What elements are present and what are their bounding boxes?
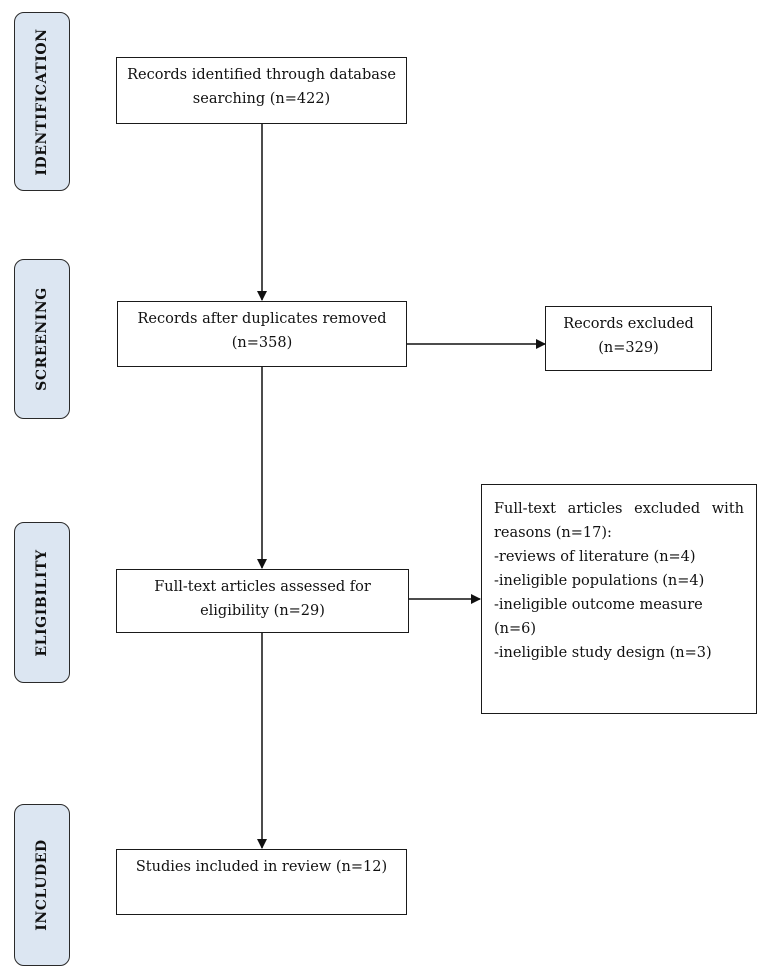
- stage-included: INCLUDED: [14, 804, 70, 966]
- box-records-excluded-line1: Records excluded: [563, 316, 694, 332]
- stage-screening: SCREENING: [14, 259, 70, 419]
- stage-identification: IDENTIFICATION: [14, 12, 70, 191]
- exclusion-reason-item: -ineligible study design (n=3): [494, 645, 712, 661]
- box-records-identified-line2: searching (n=422): [192, 91, 331, 107]
- box-fulltext-assessed-line1: Full-text articles assessed for: [154, 579, 371, 595]
- box-records-deduplicated: Records after duplicates removed (n=358): [117, 301, 407, 367]
- box-fulltext-assessed: Full-text articles assessed for eligibil…: [116, 569, 409, 633]
- box-fulltext-excluded-title-line2: reasons (n=17):: [494, 525, 612, 541]
- box-records-identified: Records identified through database sear…: [116, 57, 407, 124]
- box-records-deduplicated-line2: (n=358): [231, 335, 293, 351]
- exclusion-reason-item: -ineligible outcome measure (n=6): [494, 597, 703, 637]
- box-studies-included-line1: Studies included in review (n=12): [135, 859, 388, 875]
- box-records-identified-line1: Records identified through database: [127, 67, 396, 83]
- stage-eligibility: ELIGIBILITY: [14, 522, 70, 683]
- box-fulltext-excluded-title-line1: Full-text articles excluded with: [494, 501, 744, 517]
- box-fulltext-excluded: Full-text articles excluded with reasons…: [481, 484, 757, 714]
- box-records-deduplicated-line1: Records after duplicates removed: [137, 311, 387, 327]
- exclusion-reason-item: -ineligible populations (n=4): [494, 573, 705, 589]
- exclusion-reason-item: -reviews of literature (n=4): [494, 549, 696, 565]
- box-records-excluded: Records excluded (n=329): [545, 306, 712, 371]
- box-studies-included: Studies included in review (n=12): [116, 849, 407, 915]
- box-fulltext-assessed-line2: eligibility (n=29): [200, 603, 325, 619]
- box-records-excluded-line2: (n=329): [598, 340, 659, 356]
